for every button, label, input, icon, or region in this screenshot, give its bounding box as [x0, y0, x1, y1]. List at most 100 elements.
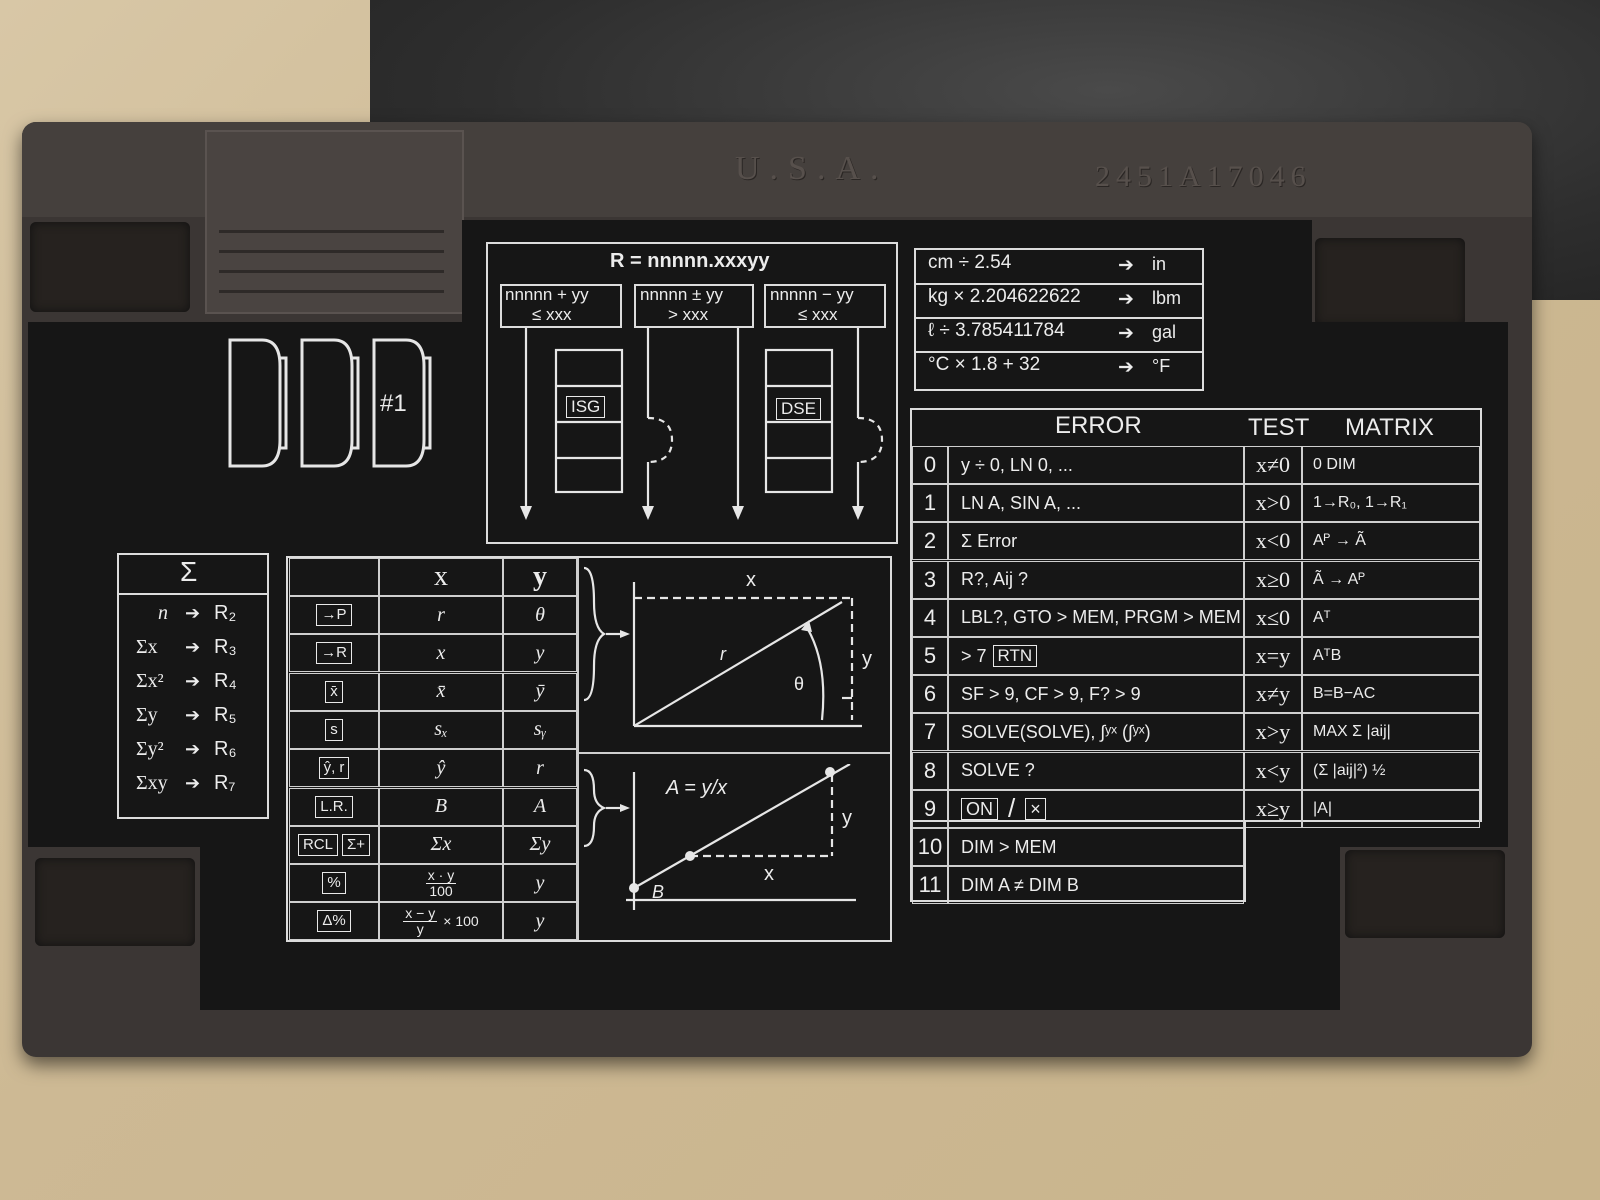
- reference-panel-upper: [462, 220, 1312, 330]
- sigma-label: Σx: [136, 636, 158, 658]
- fraction-numerator: x − y: [403, 904, 438, 922]
- stat-x-text: ŷ: [436, 756, 446, 779]
- test-condition: x≥0: [1244, 560, 1302, 599]
- error-code: 8: [912, 751, 948, 790]
- stat-header-blank: [289, 558, 379, 596]
- test-condition: x>0: [1244, 484, 1302, 523]
- error-text: LBL?, GTO > MEM, PRGM > MEM: [961, 607, 1241, 628]
- stat-key: RCL: [297, 833, 338, 856]
- sigma-label: Σxy: [136, 772, 168, 794]
- arrow-icon: ➔: [185, 739, 201, 759]
- stat-x-text: Σx: [430, 833, 452, 856]
- matrix-function: AᵀB: [1302, 637, 1480, 675]
- fraction-denominator: 100: [429, 882, 453, 899]
- matrix-function: |A|: [1302, 789, 1480, 828]
- battery-door-latch[interactable]: [205, 130, 464, 314]
- sigma-register: R₄: [214, 670, 237, 692]
- sigma-label: Σx²: [136, 670, 164, 692]
- rubber-foot-bottom-right: [1345, 850, 1505, 938]
- sigma-register: R₅: [214, 704, 237, 726]
- stat-x-value: x̄: [379, 672, 503, 711]
- stat-key-cell: x̄: [289, 672, 379, 711]
- conversion-divider: [916, 283, 1202, 285]
- stat-key: Δ%: [317, 910, 351, 933]
- isg-key: ISG: [566, 396, 606, 418]
- dse-key: DSE: [776, 398, 821, 420]
- error-code: 0: [912, 446, 948, 484]
- loop-formula: R = nnnnn.xxxyy: [610, 250, 770, 272]
- rubber-foot-top-right: [1315, 238, 1465, 326]
- matrix-function: B=B−AC: [1302, 675, 1480, 714]
- sigma-plus-key: Σ+: [341, 833, 371, 856]
- reference-panel-lower: [200, 840, 1340, 1010]
- stat-key: ŷ, r: [318, 757, 350, 780]
- arrow-icon: ➔: [185, 705, 201, 725]
- linear-formula: A = y/x: [665, 777, 728, 799]
- stat-y-value: ȳ: [503, 672, 577, 711]
- conversion-divider: [916, 317, 1202, 319]
- polar-rect-diagram: x y r θ: [583, 566, 872, 728]
- conversion-unit: in: [1152, 254, 1167, 274]
- conversion-expr: cm ÷ 2.54: [928, 252, 1012, 273]
- sigma-register: R₇: [214, 772, 236, 794]
- polar-r-label: r: [720, 644, 727, 664]
- test-condition: x≤0: [1244, 598, 1302, 637]
- error-code: 11: [912, 866, 948, 905]
- stat-y-value: A: [503, 787, 577, 826]
- error-code: 3: [912, 560, 948, 599]
- sigma-register: R₃: [214, 636, 237, 658]
- stat-diagram-divider: [577, 558, 579, 940]
- arrow-icon: ➔: [1118, 357, 1134, 378]
- error-test-matrix-table: [910, 408, 1482, 822]
- stat-key: %: [322, 872, 346, 895]
- skip-header-top: nnnnn ± yy: [640, 285, 724, 304]
- stat-key-cell: s: [289, 710, 379, 749]
- error-description: Σ Error: [948, 522, 1244, 561]
- stat-y-value: y: [503, 634, 577, 673]
- linear-regression-diagram: A = y/x y x B: [583, 764, 856, 910]
- error-text: Σ Error: [961, 530, 1018, 551]
- stat-x-value: r: [379, 596, 503, 634]
- arrow-icon: ➔: [185, 671, 201, 691]
- error-description: SOLVE(SOLVE), ∫ʸˣ (∫ʸˣ): [948, 713, 1244, 752]
- stat-key-cell: ŷ, r: [289, 749, 379, 788]
- conversion-expr: ℓ ÷ 3.785411784: [928, 320, 1065, 341]
- arrow-icon: ➔: [1118, 255, 1134, 276]
- sigma-label: Σy²: [136, 738, 164, 760]
- matrix-function: 0 DIM: [1302, 446, 1480, 484]
- arrow-icon: ➔: [185, 773, 201, 793]
- error-code: 9: [912, 789, 948, 828]
- unit-conversion-table: [914, 248, 1204, 391]
- stat-y-value: y: [503, 864, 577, 903]
- conversion-expr: °C × 1.8 + 32: [928, 354, 1041, 375]
- error-description: SF > 9, CF > 9, F? > 9: [948, 675, 1244, 714]
- stat-x-text: x: [436, 641, 446, 664]
- arrow-icon: ➔: [1118, 289, 1134, 310]
- arrow-icon: ➔: [185, 603, 201, 623]
- stat-diagram-split: [579, 752, 890, 754]
- stat-x-value: sₓ: [379, 710, 503, 749]
- test-condition: x>y: [1244, 713, 1302, 752]
- fraction-numerator: x · y: [425, 866, 457, 884]
- error-code: 5: [912, 637, 948, 675]
- error-text: > 7: [961, 645, 987, 666]
- error-code: 2: [912, 522, 948, 561]
- stat-key-cell: %: [289, 864, 379, 903]
- stat-x-value: ŷ: [379, 749, 503, 788]
- stat-x-value: Σx: [379, 825, 503, 864]
- sigma-register: R₂: [214, 602, 237, 624]
- error-text: y ÷ 0, LN 0, ...: [961, 454, 1073, 475]
- error-code: 1: [912, 484, 948, 523]
- test-condition: x<y: [1244, 751, 1302, 790]
- error-table-extension: [910, 820, 1246, 902]
- stat-x-text: sₓ: [434, 718, 448, 741]
- test-condition: x≠y: [1244, 675, 1302, 714]
- statistics-table: [286, 556, 892, 942]
- sigma-header: Σ: [180, 556, 198, 587]
- stat-key-cell: Δ%: [289, 902, 379, 941]
- serial-number: 2451A17046: [1095, 160, 1312, 193]
- fraction-suffix: × 100: [443, 913, 479, 930]
- stat-y-value: Σy: [503, 825, 577, 864]
- clear-x-key: ×: [1025, 797, 1046, 820]
